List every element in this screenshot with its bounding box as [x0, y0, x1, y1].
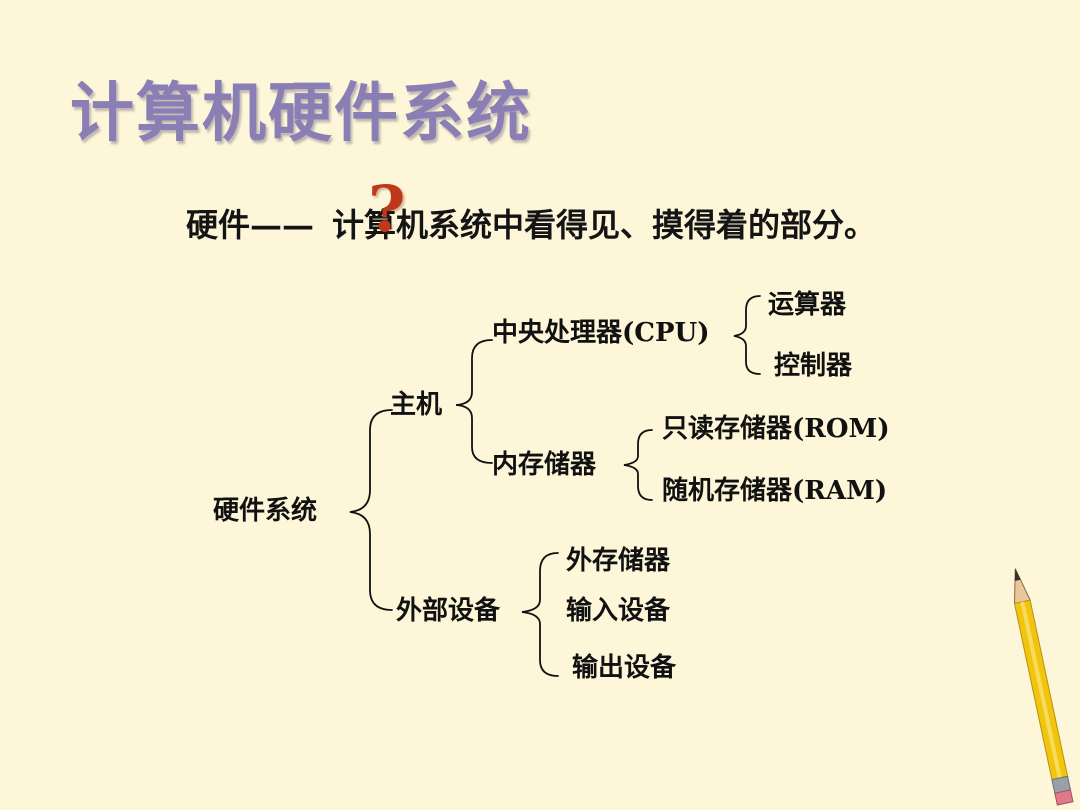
- brace-host: [455, 339, 493, 464]
- node-peripherals: 外部设备: [396, 596, 501, 626]
- question-mark-icon: ?: [368, 172, 406, 247]
- hardware-definition: 硬件—— 计算机系统中看得见、摸得着的部分。: [186, 200, 876, 246]
- node-output-devices: 输出设备: [572, 653, 677, 683]
- brace-memory: [623, 429, 653, 501]
- node-controller: 控制器: [774, 351, 853, 381]
- brace-peripherals: [521, 552, 559, 677]
- node-cpu: 中央处理器(CPU): [492, 318, 710, 348]
- node-ram: 随机存储器(RAM): [662, 476, 888, 506]
- node-alu: 运算器: [768, 290, 847, 320]
- brace-root: [349, 409, 393, 611]
- node-internal-memory: 内存储器: [492, 450, 597, 480]
- definition-term: 硬件——: [186, 206, 315, 244]
- node-input-devices: 输入设备: [566, 596, 671, 626]
- node-hardware-system: 硬件系统: [213, 496, 318, 526]
- node-rom: 只读存储器(ROM): [662, 414, 890, 444]
- definition-text: 计算机系统中看得见、摸得着的部分。: [332, 206, 877, 244]
- brace-cpu: [733, 295, 761, 375]
- node-host: 主机: [390, 390, 443, 420]
- node-external-storage: 外存储器: [566, 546, 671, 576]
- pencil-icon: [1013, 568, 1074, 806]
- slide-title: 计算机硬件系统: [70, 77, 532, 151]
